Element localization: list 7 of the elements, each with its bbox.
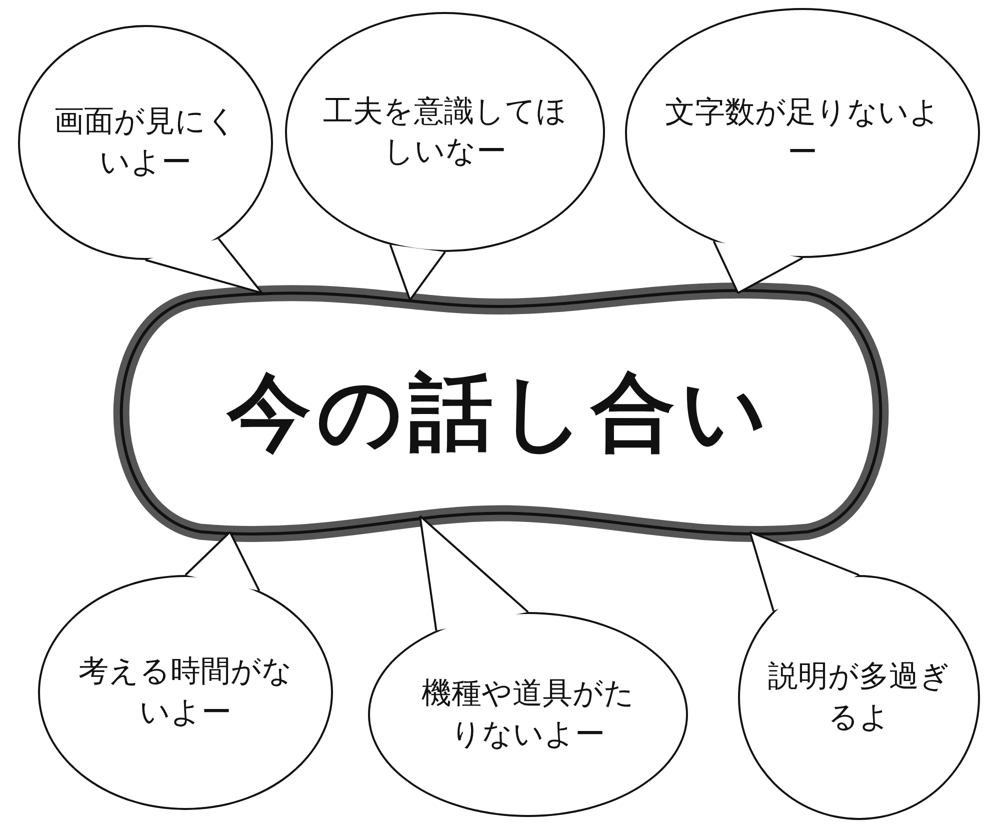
- title-text: 今の話し合い: [227, 362, 773, 462]
- bubble-text: 画面が見にくいよー: [53, 103, 238, 182]
- bubble-text: 説明が多過ぎるよ: [767, 658, 951, 736]
- bubble-text: 文字数が足りないよー: [664, 94, 941, 172]
- bubble-text: 考える時間がないよー: [78, 653, 294, 732]
- bubble-text: 機種や道具がたりないよー: [420, 675, 636, 754]
- bubble-text: 工夫を意識してほしいなー: [322, 92, 568, 171]
